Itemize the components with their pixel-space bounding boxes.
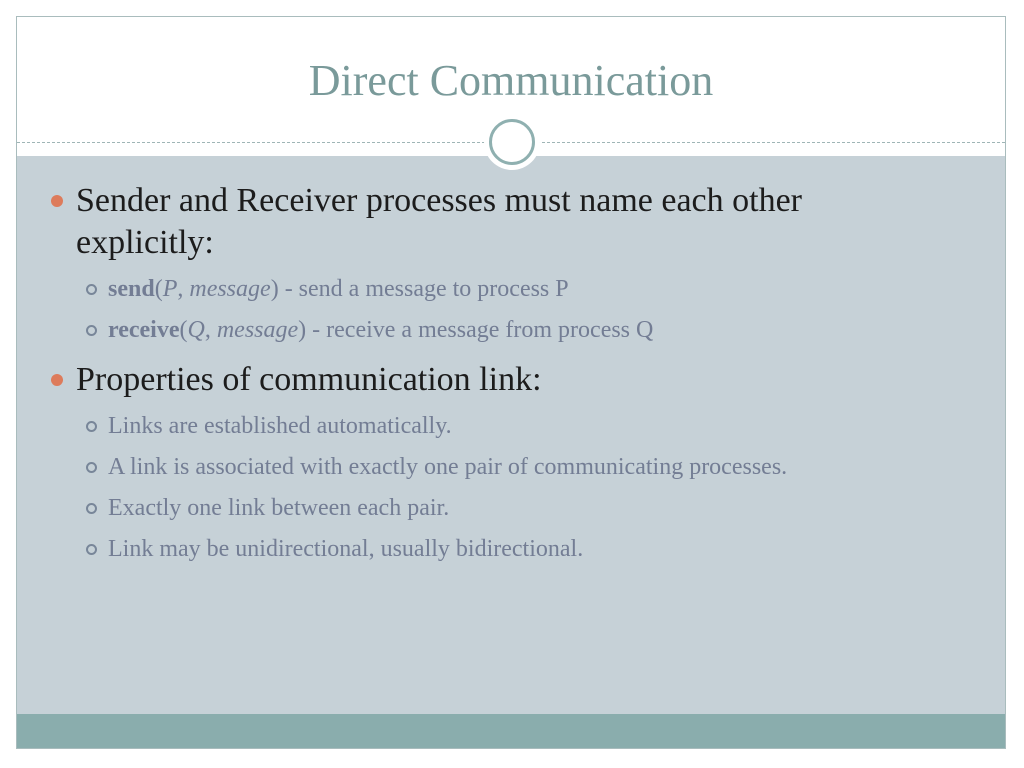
sub-bullet-text: Exactly one link between each pair. <box>108 495 450 521</box>
arg-separator: , <box>177 276 190 302</box>
hollow-bullet-icon <box>86 503 97 514</box>
footer-bar <box>17 714 1005 748</box>
slide-title: Direct Communication <box>308 56 714 105</box>
bullet-list: Sender and Receiver processes must name … <box>17 180 1005 578</box>
hollow-bullet-icon <box>86 544 97 555</box>
function-name: send <box>108 276 155 302</box>
sublist-container: Links are established automatically. A l… <box>17 409 1005 566</box>
bullet-text: Sender and Receiver processes must name … <box>76 182 802 261</box>
hollow-bullet-icon <box>86 325 97 336</box>
function-name: receive <box>108 317 180 343</box>
sub-bullet-list: Links are established automatically. A l… <box>17 409 1005 566</box>
arg-separator: , <box>204 317 217 343</box>
bullet-dot-icon <box>51 195 63 207</box>
function-description: - send a message to process P <box>278 276 569 302</box>
arg-process: P <box>162 276 178 302</box>
paren-open: ( <box>154 276 163 302</box>
sub-bullet-text: Link may be unidirectional, usually bidi… <box>108 536 584 562</box>
hollow-bullet-icon <box>86 421 97 432</box>
arg-message: message <box>216 317 299 343</box>
paren-close: ) <box>270 276 279 302</box>
function-description: - receive a message from process Q <box>306 317 654 343</box>
sub-bullet-item: receive(Q, message) - receive a message … <box>86 313 848 347</box>
sub-bullet-item: send(P, message) - send a message to pro… <box>86 272 848 306</box>
bullet-dot-icon <box>51 374 63 386</box>
paren-open: ( <box>179 317 188 343</box>
sub-bullet-item: Link may be unidirectional, usually bidi… <box>86 532 848 566</box>
sub-bullet-list: send(P, message) - send a message to pro… <box>17 272 1005 347</box>
sub-bullet-item: A link is associated with exactly one pa… <box>86 450 848 484</box>
bullet-item: Properties of communication link: <box>51 359 906 401</box>
slide: Direct Communication Sender and Receiver… <box>16 16 1006 749</box>
sublist-container: send(P, message) - send a message to pro… <box>17 272 1005 347</box>
hollow-bullet-icon <box>86 284 97 295</box>
bullet-text: Properties of communication link: <box>76 361 542 398</box>
bullet-item: Sender and Receiver processes must name … <box>51 180 906 264</box>
paren-close: ) <box>298 317 307 343</box>
sub-bullet-text: Links are established automatically. <box>108 413 452 439</box>
sub-bullet-item: Exactly one link between each pair. <box>86 491 848 525</box>
sub-bullet-text: A link is associated with exactly one pa… <box>108 454 788 480</box>
content-area: Sender and Receiver processes must name … <box>17 156 1005 716</box>
arg-process: Q <box>187 317 205 343</box>
circle-ornament-icon <box>484 114 540 170</box>
arg-message: message <box>189 276 271 302</box>
sub-bullet-item: Links are established automatically. <box>86 409 848 443</box>
hollow-bullet-icon <box>86 462 97 473</box>
